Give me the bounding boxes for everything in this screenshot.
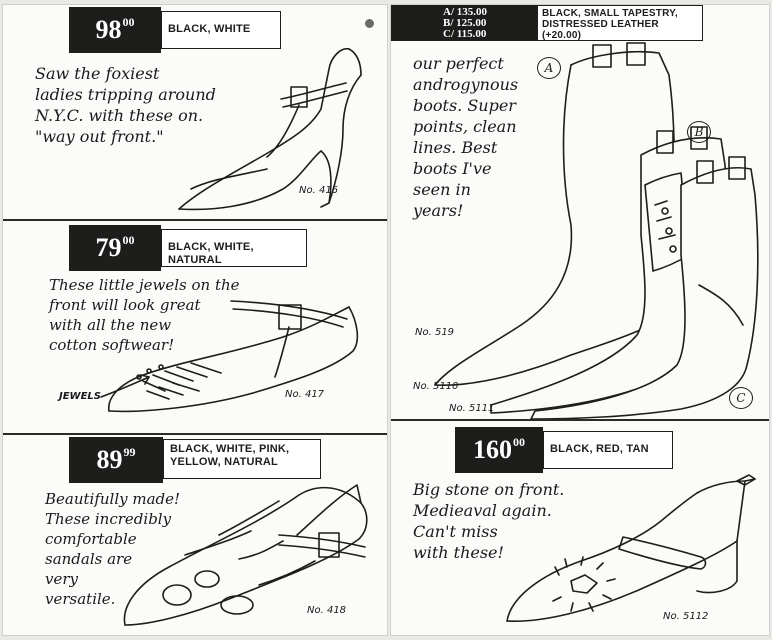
- style-number: No. 5112: [663, 611, 709, 622]
- style-number-a: No. 519: [415, 327, 455, 338]
- price-tier-a: A/ 135.00: [443, 6, 487, 18]
- price-cents: 00: [122, 232, 135, 247]
- color-options: BLACK, WHITE: [161, 11, 281, 49]
- product-description: Beautifully made! These incredibly comfo…: [45, 490, 181, 608]
- boot-label-c: C: [729, 387, 753, 409]
- panel-divider: [3, 433, 387, 435]
- price-tier-c: C/ 115.00: [443, 28, 487, 40]
- style-number: No. 417: [285, 389, 325, 400]
- price-cents: 00: [122, 14, 135, 29]
- boot-label-b: B: [687, 121, 711, 143]
- product-description: Saw the foxiest ladies tripping around N…: [35, 64, 216, 146]
- style-number: No. 418: [307, 605, 347, 616]
- boot-label-a: A: [537, 57, 561, 79]
- callout-arrow-icon: [100, 374, 150, 398]
- price-cents: 99: [123, 444, 136, 459]
- style-number: No. 416: [299, 185, 339, 196]
- product-description: These little jewels on the front will lo…: [49, 276, 240, 354]
- product-panel-boots: A/ 135.00 B/ 125.00 C/ 115.00 BLACK, SMA…: [391, 5, 769, 419]
- price-dollars: 89: [96, 445, 123, 474]
- style-number-b: No. 5110: [413, 381, 459, 392]
- product-description: our perfect androgynous boots. Super poi…: [413, 54, 519, 220]
- color-options: BLACK, WHITE, PINK, YELLOW, NATURAL: [163, 439, 321, 479]
- buckle-shoe-sketch: [506, 474, 756, 623]
- panel-divider: [3, 219, 387, 221]
- price-tier-b: B/ 125.00: [443, 17, 487, 29]
- color-options: BLACK, WHITE, NATURAL: [161, 229, 307, 267]
- price-cents: 00: [513, 434, 525, 449]
- product-description: Big stone on front. Medieaval again. Can…: [413, 480, 565, 562]
- color-options: BLACK, SMALL TAPESTRY, DISTRESSED LEATHE…: [537, 5, 703, 41]
- binder-hole: [365, 19, 374, 28]
- style-number-c: No. 5111: [449, 403, 495, 414]
- flat-shoe-sketch: [108, 300, 359, 413]
- tiered-price-tag: A/ 135.00 B/ 125.00 C/ 115.00: [391, 5, 537, 41]
- high-heel-sketch: [178, 47, 362, 211]
- panel-divider: [391, 419, 769, 421]
- price-dollars: 160: [473, 435, 512, 464]
- price-dollars: 98: [95, 15, 122, 44]
- price-dollars: 79: [95, 233, 122, 262]
- right-catalog-page: A/ 135.00 B/ 125.00 C/ 115.00 BLACK, SMA…: [390, 4, 770, 636]
- color-options: BLACK, RED, TAN: [543, 431, 673, 469]
- boots-sketch: [434, 42, 759, 419]
- sandal-sketch: [123, 484, 368, 626]
- jewels-callout: JEWELS: [59, 391, 101, 402]
